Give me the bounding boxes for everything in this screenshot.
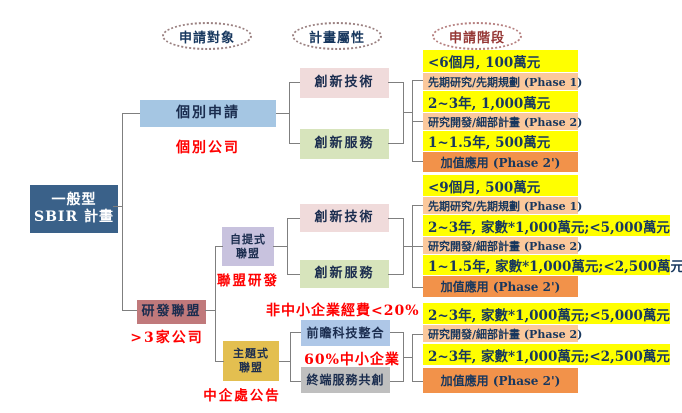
phase-row: 加值應用 (Phase 2') bbox=[423, 152, 578, 172]
connector bbox=[290, 332, 291, 382]
connector bbox=[412, 334, 423, 335]
node-rd-alliance: 研發聯盟 bbox=[137, 300, 206, 324]
note-sme-administration-announcement: 中企處公告 bbox=[203, 388, 281, 404]
connector bbox=[205, 310, 215, 311]
connector bbox=[403, 82, 404, 144]
note-individual-company: 個別公司 bbox=[176, 140, 240, 156]
connector bbox=[388, 274, 404, 275]
phase-row: <9個月, 500萬元 bbox=[423, 175, 578, 196]
phase-row: 1~1.5年, 家數*1,000萬元;<2,500萬元 bbox=[423, 255, 682, 275]
phase-row: 研究開發/細部計畫 (Phase 2) bbox=[423, 237, 582, 254]
connector bbox=[290, 332, 301, 333]
root-node-line1: 一般型 bbox=[51, 191, 97, 208]
connector bbox=[289, 82, 290, 144]
node-g1-innovation-technology: 創新技術 bbox=[300, 68, 389, 98]
connector bbox=[113, 206, 122, 207]
connector bbox=[276, 113, 290, 114]
self-alliance-line1: 自提式 bbox=[230, 232, 266, 246]
connector bbox=[388, 82, 404, 83]
connector bbox=[215, 246, 223, 247]
connector bbox=[403, 246, 413, 247]
connector bbox=[122, 113, 123, 311]
connector bbox=[403, 357, 413, 358]
connector bbox=[287, 218, 288, 275]
connector bbox=[279, 361, 291, 362]
connector bbox=[412, 121, 423, 122]
connector bbox=[412, 205, 423, 206]
node-g2-innovation-technology: 創新技術 bbox=[300, 204, 389, 232]
theme-alliance-line1: 主題式 bbox=[233, 347, 269, 361]
connector bbox=[289, 143, 300, 144]
node-individual-apply: 個別申請 bbox=[140, 100, 276, 127]
phase-row: 研究開發/細部計畫 (Phase 2) bbox=[423, 113, 582, 130]
phase-row: 2~3年, 家數*1,000萬元;<5,000萬元 bbox=[423, 303, 670, 324]
phase-row: 1~1.5年, 500萬元 bbox=[423, 131, 578, 151]
phase-row: 研究開發/細部計畫 (Phase 2) bbox=[423, 325, 582, 342]
phase-row: 2~3年, 1,000萬元 bbox=[423, 91, 578, 112]
node-end-service-cocreation: 終端服務共創 bbox=[301, 367, 390, 393]
connector bbox=[412, 161, 423, 162]
connector bbox=[412, 287, 423, 288]
node-g1-innovation-service: 創新服務 bbox=[300, 129, 389, 159]
connector bbox=[215, 246, 216, 362]
note-alliance-rd: 聯盟研發 bbox=[217, 273, 279, 289]
header-oval-apply-target: 申請對象 bbox=[162, 22, 252, 50]
note-60-percent-sme: 60%中小企業 bbox=[304, 352, 400, 368]
connector bbox=[388, 218, 404, 219]
note-non-sme-budget: 非中小企業經費<20% bbox=[266, 303, 420, 319]
connector bbox=[388, 143, 404, 144]
connector bbox=[215, 361, 224, 362]
node-foresight-tech-integration: 前瞻科技整合 bbox=[301, 320, 390, 346]
connector bbox=[287, 274, 300, 275]
connector bbox=[412, 246, 423, 247]
phase-row: 2~3年, 家數*1,000萬元;<5,000萬元 bbox=[423, 215, 670, 236]
theme-alliance-line2: 聯盟 bbox=[239, 361, 263, 374]
connector bbox=[122, 310, 137, 311]
connector bbox=[390, 381, 403, 382]
phase-row: 加值應用 (Phase 2') bbox=[423, 368, 578, 393]
phase-row: 先期研究/先期規劃 (Phase 1) bbox=[423, 73, 582, 90]
connector bbox=[390, 332, 403, 333]
node-self-proposed-alliance: 自提式 聯盟 bbox=[222, 227, 274, 266]
header-oval-apply-phase: 申請階段 bbox=[432, 22, 522, 50]
phase-row: 先期研究/先期規劃 (Phase 1) bbox=[423, 197, 582, 214]
root-node-sbir-general: 一般型 SBIR 計畫 bbox=[30, 185, 118, 233]
connector bbox=[403, 112, 413, 113]
node-g2-innovation-service: 創新服務 bbox=[300, 260, 389, 288]
root-node-line2: SBIR 計畫 bbox=[33, 209, 114, 225]
connector bbox=[289, 82, 300, 83]
connector bbox=[287, 218, 300, 219]
connector bbox=[412, 80, 423, 81]
header-oval-plan-attribute: 計畫屬性 bbox=[292, 22, 382, 50]
connector bbox=[273, 246, 288, 247]
connector bbox=[412, 334, 413, 382]
connector bbox=[412, 381, 423, 382]
note-more-than-3-companies: >3家公司 bbox=[130, 330, 204, 346]
connector bbox=[290, 381, 301, 382]
connector bbox=[122, 113, 140, 114]
self-alliance-line2: 聯盟 bbox=[236, 246, 260, 260]
phase-row: <6個月, 100萬元 bbox=[423, 50, 578, 72]
node-theme-alliance: 主題式 聯盟 bbox=[223, 341, 279, 381]
phase-row: 加值應用 (Phase 2') bbox=[423, 276, 578, 297]
phase-row: 2~3年, 家數*1,000萬元;<2,500萬元 bbox=[423, 344, 670, 365]
